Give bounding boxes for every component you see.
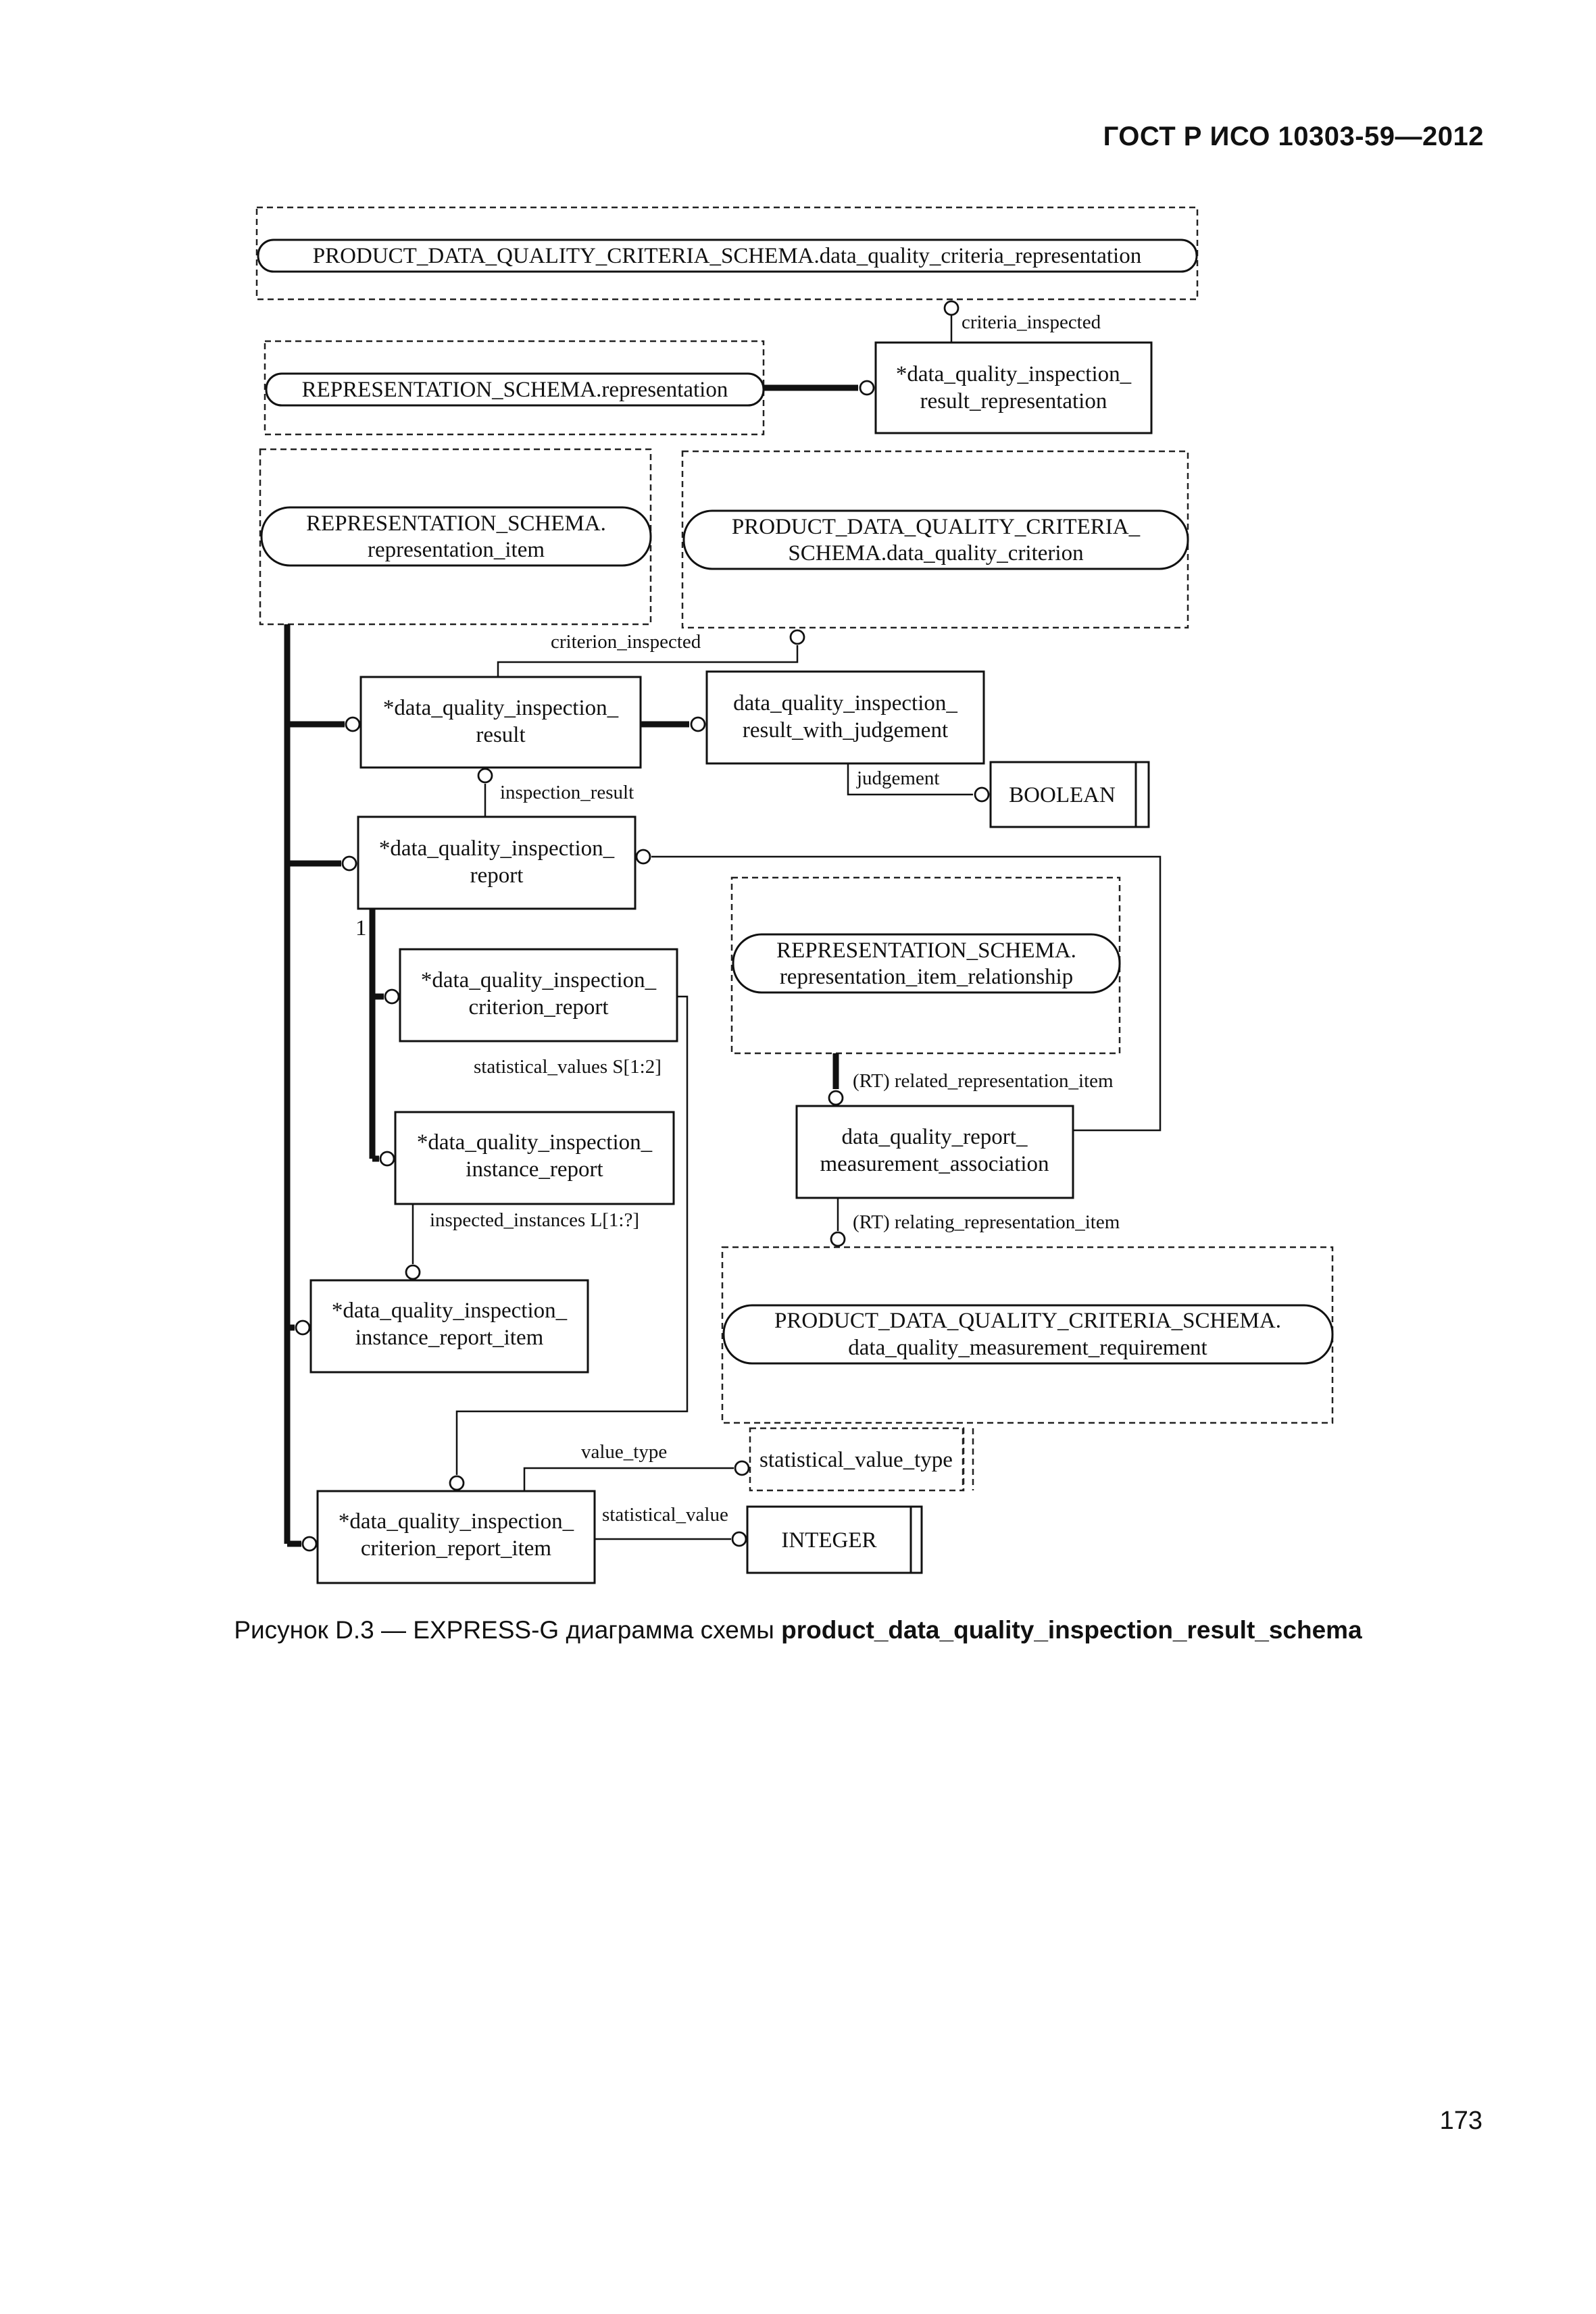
- report-association-start: [635, 849, 651, 865]
- result-with-judgement-box: [705, 670, 985, 765]
- measurement-association-text-1: data_quality_report_: [842, 1125, 1028, 1149]
- statistical-value-label: statistical_value: [602, 1504, 728, 1526]
- document-header: ГОСТ Р ИСО 10303-59—2012: [1103, 122, 1484, 151]
- representation-text: REPRESENTATION_SCHEMA.representation: [302, 378, 728, 402]
- representation-frame: [264, 340, 765, 436]
- statistical-values-line: [455, 995, 689, 1475]
- item-relationship-text-2: representation_item_relationship: [780, 965, 1073, 989]
- measurement-requirement-frame: [721, 1246, 1334, 1424]
- report-association-line: [651, 855, 1162, 1132]
- instance-report-text-1: *data_quality_inspection_: [417, 1130, 653, 1155]
- inspected-instances-end: [405, 1264, 421, 1280]
- statistical-values-label: statistical_values S[1:2]: [474, 1056, 662, 1078]
- instance-report-text-2: instance_report: [466, 1157, 603, 1182]
- inspection-report-subtype-end: [341, 855, 357, 872]
- criteria-inspected-end: [943, 300, 959, 316]
- criterion-report-item-text-2: criterion_report_item: [361, 1536, 552, 1561]
- criterion-report-item-text-1: *data_quality_inspection_: [339, 1509, 574, 1534]
- result-representation-text-2: result_representation: [920, 389, 1107, 413]
- instance-report-item-text-2: instance_report_item: [355, 1326, 544, 1350]
- instance-report-item-box: [309, 1279, 589, 1374]
- figure-caption: Рисунок D.3 — EXPRESS-G диаграмма схемы …: [0, 1616, 1596, 1644]
- result-with-judgement-text-1: data_quality_inspection_: [733, 691, 957, 715]
- inspection-report-box: [357, 815, 637, 910]
- measurement-requirement-text-2: data_quality_measurement_requirement: [848, 1336, 1207, 1360]
- criterion-report-text-1: *data_quality_inspection_: [421, 968, 657, 992]
- relating-item-end: [830, 1231, 846, 1247]
- representation-item-ref: [260, 506, 652, 567]
- item-relationship-text-1: REPRESENTATION_SCHEMA.: [776, 938, 1076, 963]
- page-number: 173: [1439, 2107, 1482, 2135]
- statistical-value-type-text: statistical_value_type: [759, 1448, 953, 1472]
- relating-item-label: (RT) relating_representation_item: [853, 1211, 1120, 1233]
- result-representation-text-1: *data_quality_inspection_: [896, 362, 1132, 386]
- criterion-frame: [681, 450, 1189, 629]
- criterion-inspected-line: [497, 645, 799, 677]
- inspection-result-text-2: result: [476, 723, 525, 747]
- result-with-judgement-text-2: result_with_judgement: [743, 718, 948, 743]
- judgement-subtype-end: [690, 716, 706, 732]
- instance-report-item-text-1: *data_quality_inspection_: [332, 1299, 568, 1323]
- inspection-result-label: inspection_result: [500, 782, 634, 803]
- measurement-requirement-ref: [722, 1304, 1334, 1365]
- inspection-report-text-2: report: [470, 863, 524, 888]
- criterion-report-subtype-end: [384, 988, 400, 1005]
- criteria-representation-text: PRODUCT_DATA_QUALITY_CRITERIA_SCHEMA.dat…: [313, 244, 1141, 268]
- criterion-text-1: PRODUCT_DATA_QUALITY_CRITERIA_: [732, 515, 1141, 539]
- criterion-text-2: SCHEMA.data_quality_criterion: [788, 541, 1083, 565]
- criterion-report-box: [399, 948, 678, 1042]
- criterion-inspected-label: criterion_inspected: [551, 631, 701, 653]
- result-representation-box: [874, 341, 1153, 434]
- criterion-report-item-subtype-end: [301, 1536, 318, 1552]
- boolean-box: [989, 761, 1150, 828]
- value-type-line: [523, 1467, 734, 1491]
- criterion-inspected-end: [789, 629, 805, 645]
- criterion-ref: [682, 509, 1189, 570]
- inspection-result-end: [477, 768, 493, 784]
- value-type-end: [734, 1460, 750, 1476]
- instance-report-item-subtype-end: [295, 1319, 311, 1336]
- caption-prefix: Рисунок D.3 — EXPRESS-G диаграмма схемы: [234, 1616, 782, 1644]
- boolean-text: BOOLEAN: [1009, 783, 1116, 807]
- criteria-representation-ref: [257, 238, 1198, 273]
- representation-subtype-end: [859, 380, 875, 396]
- criterion-report-text-2: criterion_report: [468, 995, 608, 1020]
- inspection-result-box: [359, 676, 642, 769]
- measurement-association-box: [795, 1105, 1074, 1199]
- judgement-line: [847, 763, 973, 796]
- value-type-label: value_type: [581, 1441, 667, 1463]
- representation-item-text-1: REPRESENTATION_SCHEMA.: [306, 511, 606, 536]
- measurement-requirement-text-1: PRODUCT_DATA_QUALITY_CRITERIA_SCHEMA.: [774, 1309, 1281, 1333]
- related-item-label: (RT) related_representation_item: [853, 1070, 1114, 1092]
- representation-item-frame: [259, 448, 652, 626]
- inspection-result-subtype-end: [345, 716, 361, 732]
- statistical-value-end: [731, 1531, 747, 1547]
- related-item-end: [828, 1090, 844, 1106]
- instance-report-subtype-end: [379, 1151, 395, 1167]
- item-relationship-frame: [730, 876, 1121, 1055]
- judgement-end: [974, 786, 990, 803]
- criteria-inspected-label: criteria_inspected: [962, 311, 1101, 333]
- caption-schema-name: product_data_quality_inspection_result_s…: [781, 1616, 1362, 1644]
- item-relationship-ref: [732, 933, 1121, 994]
- inspection-result-text-1: *data_quality_inspection_: [383, 696, 619, 720]
- inspected-instances-label: inspected_instances L[1:?]: [430, 1209, 639, 1231]
- instance-report-box: [394, 1111, 675, 1205]
- criterion-report-item-box: [316, 1490, 596, 1584]
- judgement-label: judgement: [856, 768, 939, 789]
- inspection-report-text-1: *data_quality_inspection_: [379, 836, 615, 861]
- integer-text: INTEGER: [781, 1528, 876, 1553]
- representation-item-text-2: representation_item: [368, 538, 545, 562]
- measurement-association-text-2: measurement_association: [820, 1152, 1049, 1176]
- cardinality-one-label: 1: [355, 916, 367, 940]
- integer-box: [746, 1505, 923, 1574]
- statistical-values-end: [449, 1475, 465, 1491]
